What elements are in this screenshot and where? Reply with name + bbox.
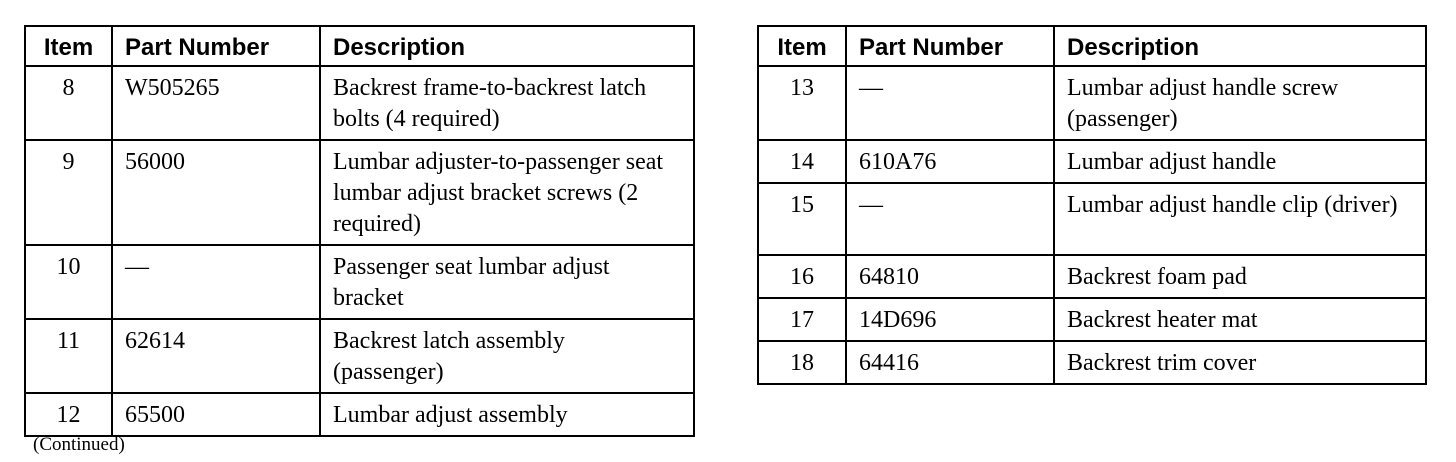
part-number-cell: 62614 [111,318,321,394]
description-cell: Passenger seat lumbar adjust bracket [319,244,695,320]
table-row: 11 62614 Backrest latch assembly (passen… [24,318,695,394]
table-row: 17 14D696 Backrest heater mat [757,297,1427,342]
column-header-item: Item [24,25,113,67]
part-number-cell: 65500 [111,392,321,437]
item-cell: 12 [24,392,113,437]
item-cell: 16 [757,254,847,299]
description-cell: Lumbar adjust handle clip (driver) [1053,182,1427,256]
parts-table-left: Item Part Number Description 8 W505265 B… [24,25,695,437]
table-row: 18 64416 Backrest trim cover [757,340,1427,385]
part-number-cell: — [845,182,1055,256]
part-number-cell: W505265 [111,65,321,141]
item-cell: 18 [757,340,847,385]
item-cell: 8 [24,65,113,141]
table-row: 12 65500 Lumbar adjust assembly [24,392,695,437]
part-number-cell: 56000 [111,139,321,246]
part-number-cell: 14D696 [845,297,1055,342]
description-cell: Lumbar adjust assembly [319,392,695,437]
table-header-row: Item Part Number Description [757,25,1427,67]
description-cell: Backrest latch assembly (passenger) [319,318,695,394]
item-cell: 9 [24,139,113,246]
item-cell: 15 [757,182,847,256]
item-cell: 11 [24,318,113,394]
part-number-cell: — [111,244,321,320]
table-row: 16 64810 Backrest foam pad [757,254,1427,299]
table-header-row: Item Part Number Description [24,25,695,67]
description-cell: Backrest trim cover [1053,340,1427,385]
description-cell: Lumbar adjust handle [1053,139,1427,184]
column-header-part-number: Part Number [111,25,321,67]
part-number-cell: 64810 [845,254,1055,299]
table-row: 14 610A76 Lumbar adjust handle [757,139,1427,184]
part-number-cell: 64416 [845,340,1055,385]
description-cell: Lumbar adjuster-to-passenger seat lumbar… [319,139,695,246]
description-cell: Backrest heater mat [1053,297,1427,342]
part-number-cell: 610A76 [845,139,1055,184]
item-cell: 17 [757,297,847,342]
table-row: 9 56000 Lumbar adjuster-to-passenger sea… [24,139,695,246]
description-cell: Backrest frame-to-backrest latch bolts (… [319,65,695,141]
table-row: 15 — Lumbar adjust handle clip (driver) [757,182,1427,256]
column-header-part-number: Part Number [845,25,1055,67]
continued-note: (Continued) [33,434,125,455]
column-header-description: Description [319,25,695,67]
item-cell: 14 [757,139,847,184]
table-row: 8 W505265 Backrest frame-to-backrest lat… [24,65,695,141]
column-header-item: Item [757,25,847,67]
table-row: 13 — Lumbar adjust handle screw (passeng… [757,65,1427,141]
column-header-description: Description [1053,25,1427,67]
item-cell: 13 [757,65,847,141]
item-cell: 10 [24,244,113,320]
table-row: 10 — Passenger seat lumbar adjust bracke… [24,244,695,320]
parts-table-right: Item Part Number Description 13 — Lumbar… [757,25,1427,385]
description-cell: Lumbar adjust handle screw (passenger) [1053,65,1427,141]
part-number-cell: — [845,65,1055,141]
description-cell: Backrest foam pad [1053,254,1427,299]
